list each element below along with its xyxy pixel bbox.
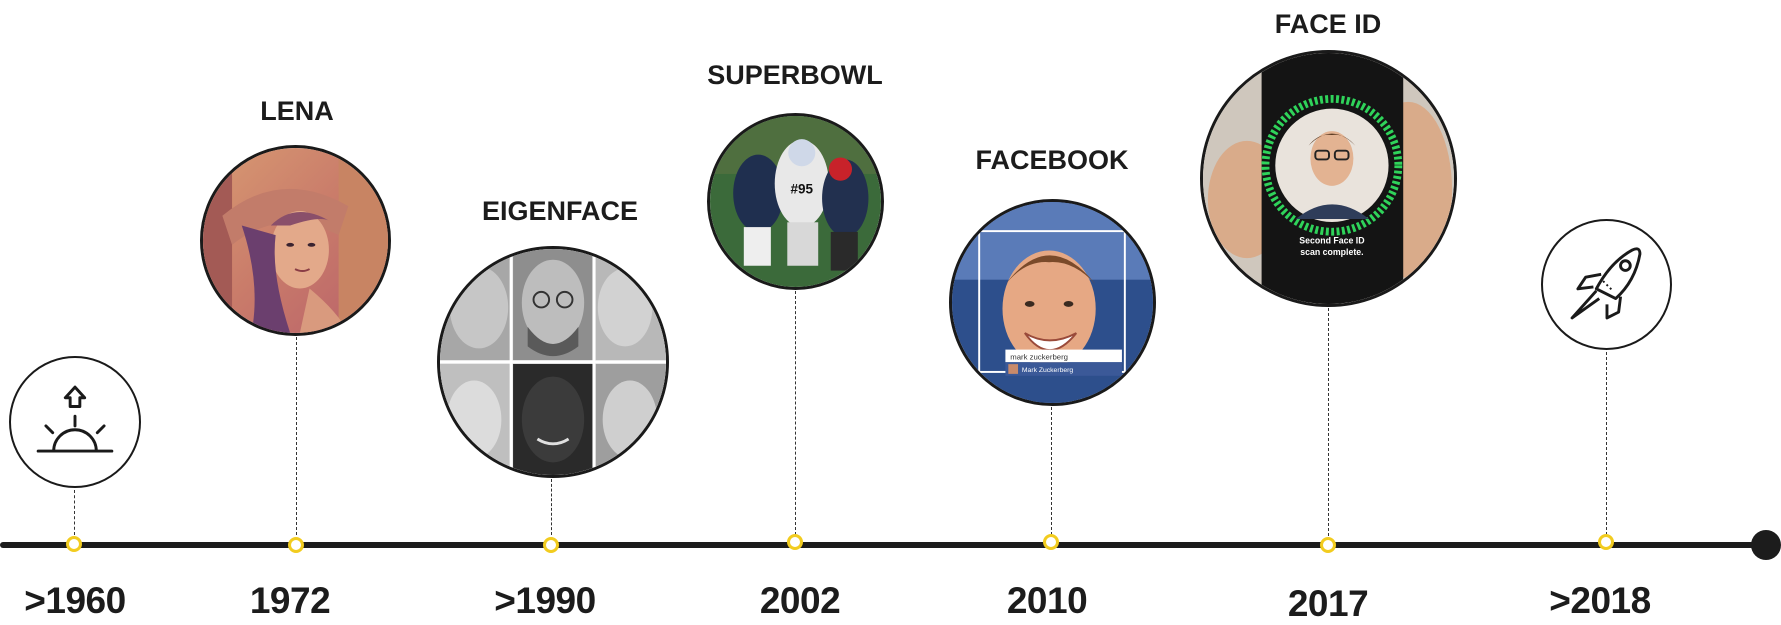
connector-1960 — [74, 490, 75, 535]
face-id-status-line-2: scan complete. — [1300, 247, 1363, 257]
year-label-1960: >1960 — [24, 580, 126, 621]
connector-1972 — [296, 337, 297, 535]
timeline-marker-2002 — [787, 534, 803, 550]
year-label-1972: 1972 — [249, 580, 331, 621]
connector-2018 — [1606, 352, 1607, 535]
event-title-superbowl: SUPERBOWL — [707, 60, 883, 90]
event-title-face-id: FACE ID — [1274, 9, 1382, 39]
eigenface-grid-image — [437, 246, 669, 478]
football-players-image: #95 — [707, 113, 884, 290]
lena-portrait-image — [200, 145, 391, 336]
timeline-marker-2010 — [1043, 534, 1059, 550]
timeline-marker-2017 — [1320, 537, 1336, 553]
face-id-status-line-1: Second Face ID — [1299, 235, 1364, 245]
sunrise-icon — [9, 356, 141, 488]
year-label-2002: 2002 — [759, 580, 841, 621]
rocket-icon — [1541, 219, 1672, 350]
svg-text:#95: #95 — [790, 181, 813, 196]
face-id-phone-image: Second Face ID scan complete. — [1200, 50, 1457, 307]
connector-1990 — [551, 479, 552, 535]
face-tag-result-text: Mark Zuckerberg — [1022, 367, 1073, 374]
timeline-marker-1960 — [66, 536, 82, 552]
timeline-marker-1990 — [543, 537, 559, 553]
connector-2002 — [795, 291, 796, 535]
connector-2010 — [1051, 407, 1052, 535]
event-title-lena: LENA — [260, 96, 334, 126]
year-label-1990: >1990 — [494, 580, 596, 621]
timeline-marker-2018 — [1598, 534, 1614, 550]
zuckerberg-face-tag-image: mark zuckerberg Mark Zuckerberg — [949, 199, 1156, 406]
connector-2017 — [1328, 308, 1329, 536]
event-title-facebook: FACEBOOK — [975, 145, 1129, 175]
timeline-marker-1972 — [288, 537, 304, 553]
timeline-axis — [0, 542, 1762, 548]
face-tag-search-text: mark zuckerberg — [1010, 352, 1068, 361]
event-title-eigenface: EIGENFACE — [481, 196, 639, 226]
year-label-2010: 2010 — [1006, 580, 1088, 621]
timeline-end-dot — [1751, 530, 1781, 560]
year-label-2017: 2017 — [1287, 583, 1369, 624]
year-label-2018: >2018 — [1549, 580, 1651, 621]
